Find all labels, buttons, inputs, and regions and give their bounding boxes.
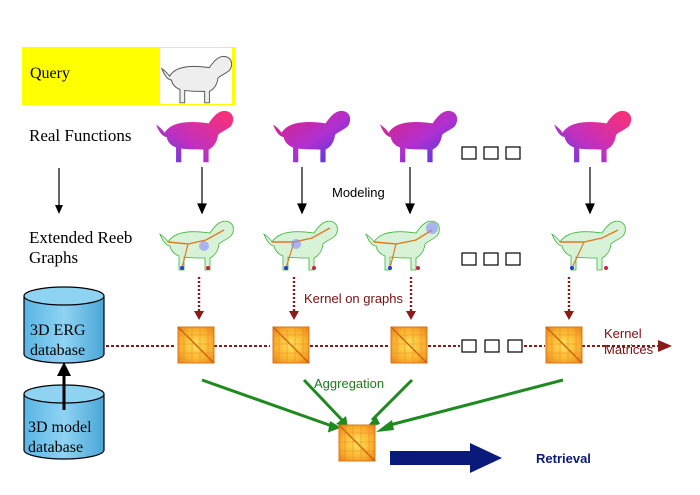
kernel-matrix-icon [545,326,583,364]
kernel-matrix-icon [177,326,215,364]
ellipsis-boxes-icon [461,146,521,160]
erg-database-label-line2: database [30,342,85,359]
kernel-on-graphs-label: Kernel on graphs [304,291,404,306]
erg-database-label-line1: 3D ERG [30,322,86,339]
dog-function-icon [273,110,351,163]
retrieval-label: Retrieval [536,451,591,466]
reeb-graph-dog-icon [551,220,626,271]
modeling-arrows [197,167,595,215]
kernel-matrix-icon [272,326,310,364]
aggregation-arrows [201,378,564,428]
kernel-arrows [197,277,571,313]
database-up-arrow [57,362,71,410]
database-cylinder-icon [23,286,105,364]
kernel-arrowheads [194,311,574,320]
left-down-arrow [55,168,63,214]
model-database-label-line1: 3D model [28,419,92,436]
retrieval-arrow [390,443,502,473]
reeb-graph-dog-icon [263,220,338,271]
ellipsis-boxes-icon [461,252,521,266]
ellipsis-boxes-icon [461,339,523,353]
real-functions-label: Real Functions [29,126,131,145]
reeb-graph-dog-icon [159,220,234,271]
dog-function-icon [380,110,458,163]
dog-function-icon [554,110,632,163]
kernel-matrix-icon [338,424,376,462]
query-label: Query [30,65,70,82]
reeb-graph-dog-icon [365,220,440,271]
kernel-matrices-label-line2: Matrices [604,342,654,357]
extended-reeb-label-line2: Graphs [29,248,78,267]
matrix-row-arrowhead [658,340,672,352]
model-database-label-line2: database [28,439,83,456]
kernel-matrix-icon [390,326,428,364]
aggregation-label: Aggregation [314,376,384,391]
kernel-matrices-label-line1: Kernel [604,326,642,341]
modeling-label: Modeling [332,185,385,200]
extended-reeb-label-line1: Extended Reeb [29,228,132,247]
dog-function-icon [156,110,234,163]
